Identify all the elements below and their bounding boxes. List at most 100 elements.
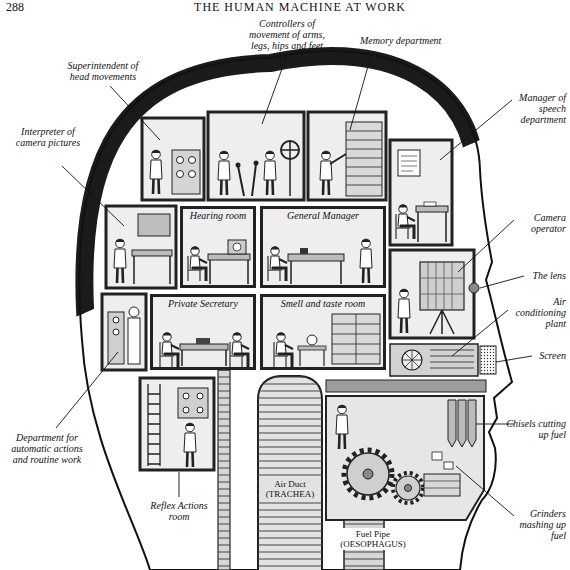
hearing-room-figures (188, 247, 207, 282)
callout-label: The lens (504, 270, 566, 281)
reflex-room (183, 393, 189, 399)
camera-room (469, 283, 479, 293)
interpreter-room (132, 250, 172, 256)
mouth-machinery (347, 453, 389, 495)
interpreter-room (114, 239, 126, 283)
leader-line (458, 220, 514, 272)
mouth-machinery (405, 485, 412, 492)
memory-room (320, 122, 382, 196)
leader-line (62, 166, 124, 226)
callout-label: Chisels cutting up fuel (504, 418, 566, 440)
mouth-machinery (326, 396, 484, 520)
mouth-machinery (344, 450, 392, 498)
manager-room-figures (291, 261, 341, 284)
mouth-machinery (396, 476, 420, 500)
smell-taste-room-figures (300, 350, 324, 366)
head-silhouette (79, 51, 512, 570)
hearing-room-figures (228, 240, 246, 254)
reflex-room (148, 384, 160, 466)
leader-line (440, 100, 512, 160)
movement-controls-room (236, 163, 241, 168)
routine-work-room (128, 318, 140, 364)
memory-room (330, 154, 346, 164)
nerve-cable (218, 370, 230, 570)
mouth-machinery (336, 405, 348, 449)
interpreter-room (134, 256, 170, 284)
movement-controls-room (218, 151, 230, 195)
callout-label: Screen (504, 350, 566, 361)
callout-label: Manager of speech department (500, 92, 566, 126)
movement-controls-room (218, 141, 299, 196)
room-box: Smell and taste room (260, 294, 386, 370)
mouth-machinery (468, 400, 476, 447)
leader-line (179, 472, 180, 497)
routine-work-room (113, 329, 119, 335)
leader-line (56, 352, 118, 428)
speech-room (418, 212, 446, 242)
head-outline (79, 51, 512, 570)
room-wall (390, 140, 452, 245)
room-floor (260, 206, 386, 288)
room-floor (260, 294, 386, 370)
callout-label: Controllers of movement of arms, legs, h… (242, 18, 332, 52)
manager-room-figures (300, 248, 308, 254)
reflex-room (197, 393, 203, 399)
head-movement-room (150, 150, 200, 194)
trachea-tube (258, 376, 322, 570)
head-movement-room (189, 171, 196, 178)
trachea-tube (258, 376, 322, 570)
routine-work-room (113, 317, 119, 323)
room-box: General Manager (260, 206, 386, 288)
speech-room (396, 205, 415, 240)
interpreter-room (138, 214, 170, 236)
manager-room-figures (360, 239, 372, 283)
hearing-room-figures (188, 240, 250, 284)
reflex-room (183, 407, 189, 413)
nerve-cable (218, 370, 230, 570)
mouth-machinery (326, 396, 484, 520)
callout-label: Memory department (360, 35, 470, 46)
room-floor (150, 206, 386, 370)
air-conditioning-machine (402, 350, 422, 370)
camera-room (420, 262, 464, 310)
room-box: Private Secretary (150, 294, 256, 370)
camera-room (398, 289, 410, 333)
callout-label: Grinders mashing up fuel (504, 508, 566, 542)
secretary-room-figures (182, 350, 226, 366)
hair (79, 51, 512, 570)
memory-room (346, 131, 382, 185)
room-wall (102, 294, 146, 370)
head-movement-room (177, 157, 184, 164)
hair (79, 51, 512, 570)
secretary-room-figures (160, 333, 179, 368)
hearing-room-figures (233, 243, 241, 251)
page-heading: THE HUMAN MACHINE AT WORK (150, 1, 450, 15)
secretary-room-figures (160, 333, 249, 368)
room-wall (208, 112, 304, 200)
reflex-room (184, 423, 196, 467)
leader-line (350, 52, 372, 130)
room-box: Hearing room (180, 206, 256, 288)
mouth-machinery (424, 474, 460, 496)
mouth-machinery (432, 452, 442, 460)
leader-line (456, 466, 514, 516)
head-outline (79, 51, 512, 570)
room-name: Hearing room (188, 210, 249, 222)
secretary-room-figures (230, 333, 249, 368)
room-name: General Manager (285, 210, 361, 222)
room-name: Private Secretary (166, 298, 240, 310)
hearing-room-figures (208, 254, 250, 260)
callout-label: Department for automatic actions and rou… (4, 432, 90, 466)
page-number: 288 (6, 1, 46, 14)
manager-room-figures (268, 239, 372, 284)
mouth-machinery (448, 400, 456, 447)
room-name: Smell and taste room (279, 298, 367, 310)
manager-room-figures (268, 247, 287, 282)
camera-room (420, 262, 464, 310)
room-floor (180, 206, 256, 288)
manager-room-figures (288, 254, 344, 261)
routine-work-room (108, 312, 124, 364)
mouth-machinery (424, 481, 460, 488)
secretary-room-figures (196, 338, 210, 344)
